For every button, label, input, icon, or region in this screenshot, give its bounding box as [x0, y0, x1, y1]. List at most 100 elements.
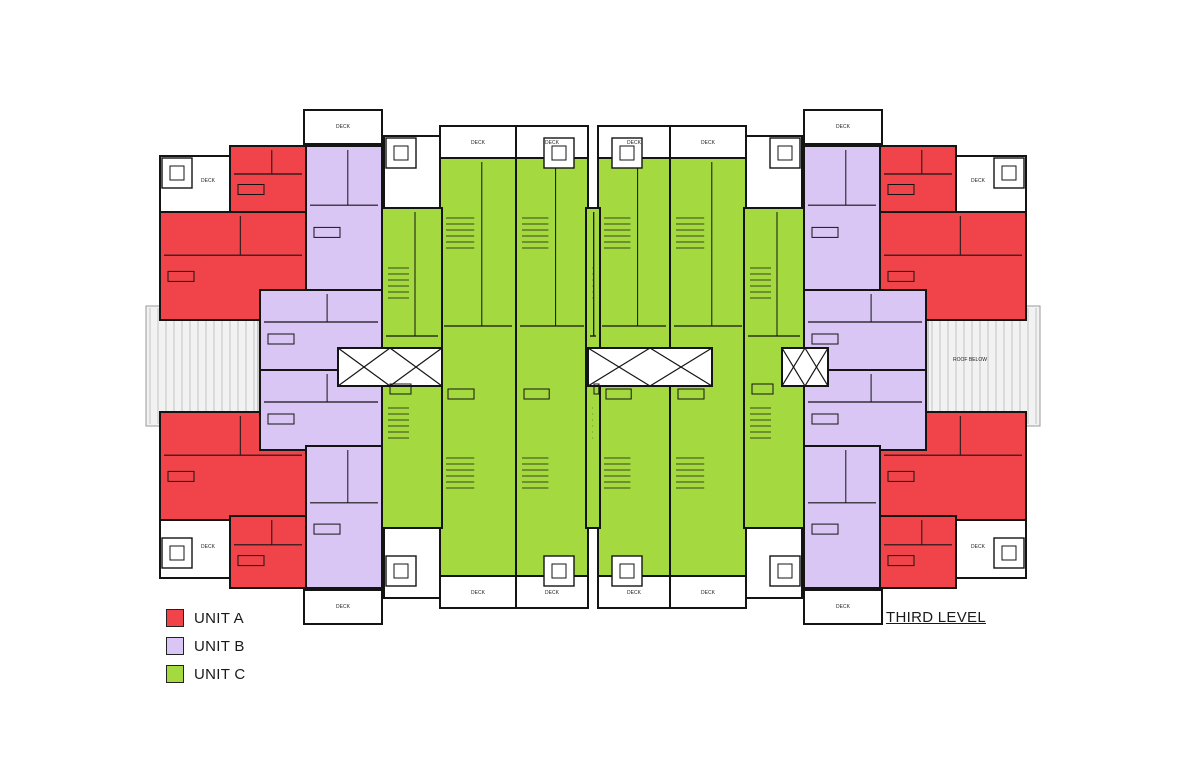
roof-areas [145, 305, 1041, 427]
legend-swatch-unit-c [166, 665, 184, 683]
skylight-left [161, 157, 193, 189]
skylight-left [611, 137, 643, 169]
fixture [267, 413, 295, 425]
core-center-brace [649, 347, 713, 387]
unit-areas [159, 145, 1027, 589]
core-right-brace [804, 347, 829, 387]
roof-left [145, 305, 259, 427]
skylight-inner-left [169, 165, 185, 181]
skylight-inner-left [619, 563, 635, 579]
plan-details [164, 150, 1022, 567]
core-center [587, 347, 713, 387]
skylight-inner-right [777, 145, 793, 161]
skylight-inner-left [619, 145, 635, 161]
unit-b-bottom-column-left [305, 445, 383, 589]
fixture [887, 184, 915, 195]
deck-right [803, 109, 883, 145]
deck-label-right: DECK [627, 140, 642, 146]
legend-swatch-unit-a [166, 609, 184, 627]
legend-item-unit-a: UNIT A [166, 607, 244, 629]
skylight-inner-left [393, 563, 409, 579]
deck-label-left: DECK [336, 124, 351, 130]
fixture [887, 555, 915, 567]
deck-label-left: DECK [471, 590, 486, 596]
skylight-right [769, 137, 801, 169]
fixture [267, 333, 295, 345]
skylight-inner-right [1001, 165, 1017, 181]
deck-areas [159, 109, 1027, 625]
core-left [337, 347, 443, 387]
deck-label-left: DECK [201, 178, 216, 184]
roof-right [927, 305, 1041, 427]
fixture [167, 470, 195, 482]
fixture [447, 388, 475, 400]
skylight-inner-right [1001, 545, 1017, 561]
level-title: THIRD LEVEL [886, 609, 986, 626]
unit-a-bottom-bedroom-right [879, 515, 957, 589]
deck-right [669, 125, 747, 159]
skylight-left [385, 555, 417, 587]
skylight-right [543, 137, 575, 169]
deck-left [303, 589, 383, 625]
fixture [811, 226, 839, 238]
core-left-brace [337, 347, 391, 387]
fixture [389, 383, 412, 395]
skylight-left [611, 555, 643, 587]
deck-label-right: DECK [836, 604, 851, 610]
fixture [237, 555, 265, 567]
legend-label-unit-a: UNIT A [194, 609, 244, 627]
fixture [887, 470, 915, 482]
fixture [167, 270, 195, 282]
deck-label-right: DECK [971, 178, 986, 184]
unit-c-column-outer-left [439, 157, 517, 579]
skylight-inner-right [551, 145, 567, 161]
fixture [811, 523, 839, 535]
fixture [523, 388, 550, 400]
fixture [313, 523, 341, 535]
core-left-brace [389, 347, 443, 387]
plan-labels: DECK DECK DECK DECK DECK DECK DECK DECK DECK DECK… [201, 124, 987, 610]
skylight-right [543, 555, 575, 587]
unit-a-top-bedroom-right [879, 145, 957, 217]
deck-label-right: DECK [627, 590, 642, 596]
skylight-inner-left [169, 545, 185, 561]
deck-label-right: DECK [971, 544, 986, 550]
deck-label-right: DECK [701, 140, 716, 146]
skylight-right [993, 157, 1025, 189]
unit-a-top-bedroom-left [229, 145, 307, 217]
fixture [593, 383, 600, 395]
unit-b-top-column-right [803, 145, 881, 295]
deck-label-left: DECK [545, 590, 560, 596]
fixture [605, 388, 632, 400]
deck-label-right: DECK [701, 590, 716, 596]
unit-b-bottom-column-right [803, 445, 881, 589]
core-right [781, 347, 829, 387]
skylight-right [993, 537, 1025, 569]
deck-label-left: DECK [201, 544, 216, 550]
deck-label-left: DECK [471, 140, 486, 146]
skylight-right [769, 555, 801, 587]
fixture [811, 333, 839, 345]
fixture [751, 383, 774, 395]
skylight-inner-right [777, 563, 793, 579]
skylight-inner-right [551, 563, 567, 579]
core-right-brace [781, 347, 806, 387]
fixture [887, 270, 915, 282]
legend-swatch-unit-b [166, 637, 184, 655]
unit-c-column-inner-left [515, 157, 589, 579]
legend-label-unit-b: UNIT B [194, 637, 245, 655]
deck-label-right: DECK [836, 124, 851, 130]
skylight-left [385, 137, 417, 169]
unit-b-top-column-left [305, 145, 383, 295]
fixture [811, 413, 839, 425]
fixture [313, 226, 341, 238]
deck-right [803, 589, 883, 625]
legend-label-unit-c: UNIT C [194, 665, 246, 683]
legend-item-unit-b: UNIT B [166, 635, 245, 657]
fixture [677, 388, 705, 400]
deck-label-left: DECK [336, 604, 351, 610]
skylight-inner-left [393, 145, 409, 161]
fixture [237, 184, 265, 195]
